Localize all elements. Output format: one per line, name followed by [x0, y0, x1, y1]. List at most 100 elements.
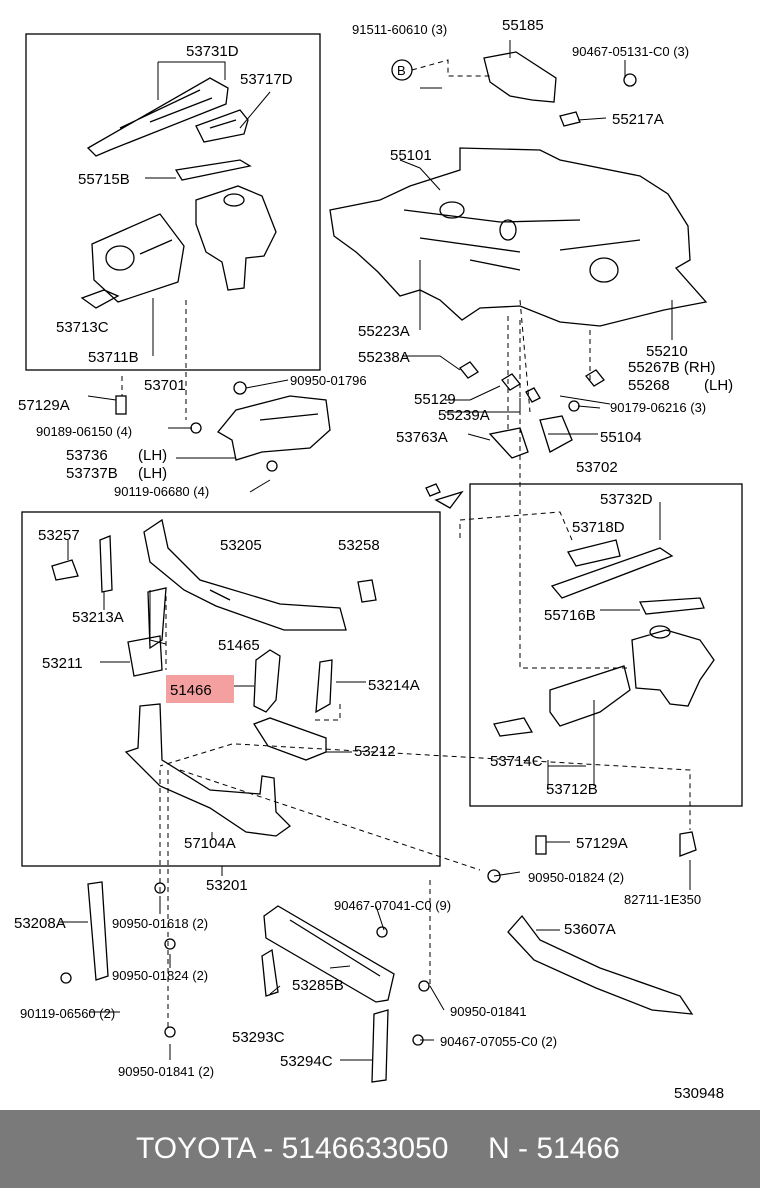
- label-90950b: 90950-01824 (2): [528, 870, 624, 885]
- part-53717D: [195, 109, 249, 143]
- label-90119b: 90119-06560 (2): [20, 1006, 115, 1021]
- label-51465: 51465: [218, 637, 260, 654]
- part-53294C: [371, 1009, 389, 1083]
- label-55217A: 55217A: [612, 111, 664, 128]
- lower-box: [21, 511, 441, 867]
- label-90950e: 90950-01841: [450, 1004, 527, 1019]
- part-53205: [143, 518, 347, 631]
- label-53718D: 53718D: [572, 519, 625, 536]
- part-53214A: [315, 659, 333, 714]
- part-53293C: [261, 948, 279, 997]
- label-53736-lh: (LH): [138, 447, 167, 464]
- label-90950f: 90950-01841 (2): [118, 1064, 214, 1079]
- label-51466: 51466: [170, 682, 212, 699]
- label-53711B: 53711B: [88, 349, 139, 366]
- label-57129A-1: 57129A: [18, 397, 70, 414]
- part-53257: [51, 559, 79, 581]
- label-55210: 55210: [646, 343, 688, 360]
- label-53212: 53212: [354, 743, 396, 760]
- label-53257: 53257: [38, 527, 80, 544]
- part-53208A: [87, 881, 109, 981]
- label-53214A: 53214A: [368, 677, 420, 694]
- bolt-b-label: B: [397, 63, 406, 78]
- label-53713C: 53713C: [56, 319, 109, 336]
- part-55101-dash-panel: [329, 147, 708, 327]
- label-53293C: 53293C: [232, 1029, 285, 1046]
- label-90950d: 90950-01824 (2): [112, 968, 208, 983]
- part-51466: [253, 649, 281, 713]
- label-55104: 55104: [600, 429, 642, 446]
- part-53712B: [549, 665, 631, 727]
- part-53702-apron: [631, 625, 715, 707]
- label-90467c: 90467-07055-C0 (2): [440, 1034, 557, 1049]
- label-55267B: 55267B (RH): [628, 359, 716, 376]
- part-55217A: [559, 111, 581, 127]
- part-51465: [147, 587, 167, 650]
- label-82711: 82711-1E350: [624, 892, 701, 907]
- part-apron-panel: [195, 185, 277, 291]
- part-53718D: [567, 539, 621, 567]
- label-53737B: 53737B: [66, 465, 118, 482]
- label-53736: 53736: [66, 447, 108, 464]
- part-55715B: [174, 159, 252, 181]
- label-53732D: 53732D: [600, 491, 653, 508]
- part-53711B: [91, 213, 185, 303]
- label-53763A: 53763A: [396, 429, 448, 446]
- label-53701: 53701: [144, 377, 186, 394]
- diagram-code: 530948: [674, 1085, 724, 1102]
- label-53737B-lh: (LH): [138, 465, 167, 482]
- label-53712B: 53712B: [546, 781, 598, 798]
- label-57129A-2: 57129A: [576, 835, 628, 852]
- label-55238A: 55238A: [358, 349, 410, 366]
- part-53701-shield: [217, 395, 331, 461]
- label-90467a: 90467-05131-C0 (3): [572, 44, 689, 59]
- label-90179: 90179-06216 (3): [610, 400, 706, 415]
- label-53201: 53201: [206, 877, 248, 894]
- part-53732D: [550, 547, 674, 599]
- part-57104A: [124, 703, 292, 837]
- label-55239A: 55239A: [438, 407, 490, 424]
- part-53212: [253, 717, 327, 761]
- label-53607A: 53607A: [564, 921, 616, 938]
- part-53258: [357, 579, 377, 603]
- part-53763A: [488, 427, 529, 459]
- footer-bar: TOYOTA - 5146633050 N - 51466: [0, 1110, 760, 1188]
- part-53731D: [86, 77, 229, 157]
- footer-part-number: N - 51466: [488, 1132, 620, 1165]
- label-55129: 55129: [414, 391, 456, 408]
- labels: 91511-60610 (3) 55185 90467-05131-C0 (3)…: [14, 17, 733, 1102]
- part-55716B: [638, 597, 705, 615]
- label-90189: 90189-06150 (4): [36, 424, 132, 439]
- label-55716B: 55716B: [544, 607, 596, 624]
- part-55185: [483, 51, 557, 103]
- right-box: [469, 483, 743, 807]
- label-53205: 53205: [220, 537, 262, 554]
- label-53294C: 53294C: [280, 1053, 333, 1070]
- label-90467b: 90467-07041-C0 (9): [334, 898, 451, 913]
- label-53285B: 53285B: [292, 977, 344, 994]
- part-53607A: [507, 914, 694, 1015]
- part-53713C: [80, 289, 120, 309]
- label-90950a: 90950-01796: [290, 373, 367, 388]
- label-55101: 55101: [390, 147, 432, 164]
- nut-90467-icon: [623, 73, 637, 87]
- label-53714C: 53714C: [490, 753, 543, 770]
- label-53208A: 53208A: [14, 915, 66, 932]
- label-91511: 91511-60610 (3): [352, 22, 447, 37]
- label-55268-lh: (LH): [704, 377, 733, 394]
- part-55104: [539, 415, 573, 453]
- label-57104A: 57104A: [184, 835, 236, 852]
- part-53714C: [493, 717, 534, 737]
- footer-brand-part: TOYOTA - 5146633050: [136, 1132, 449, 1165]
- label-53731D: 53731D: [186, 43, 239, 60]
- label-53702: 53702: [576, 459, 618, 476]
- highlight-51466: [166, 675, 234, 703]
- label-90119a: 90119-06680 (4): [114, 484, 209, 499]
- label-53211: 53211: [42, 655, 83, 672]
- label-53717D: 53717D: [240, 71, 293, 88]
- part-53213A: [99, 535, 113, 593]
- upper-left-box: [25, 33, 321, 371]
- part-53285B: [263, 905, 395, 1003]
- label-55268: 55268: [628, 377, 670, 394]
- label-53258: 53258: [338, 537, 380, 554]
